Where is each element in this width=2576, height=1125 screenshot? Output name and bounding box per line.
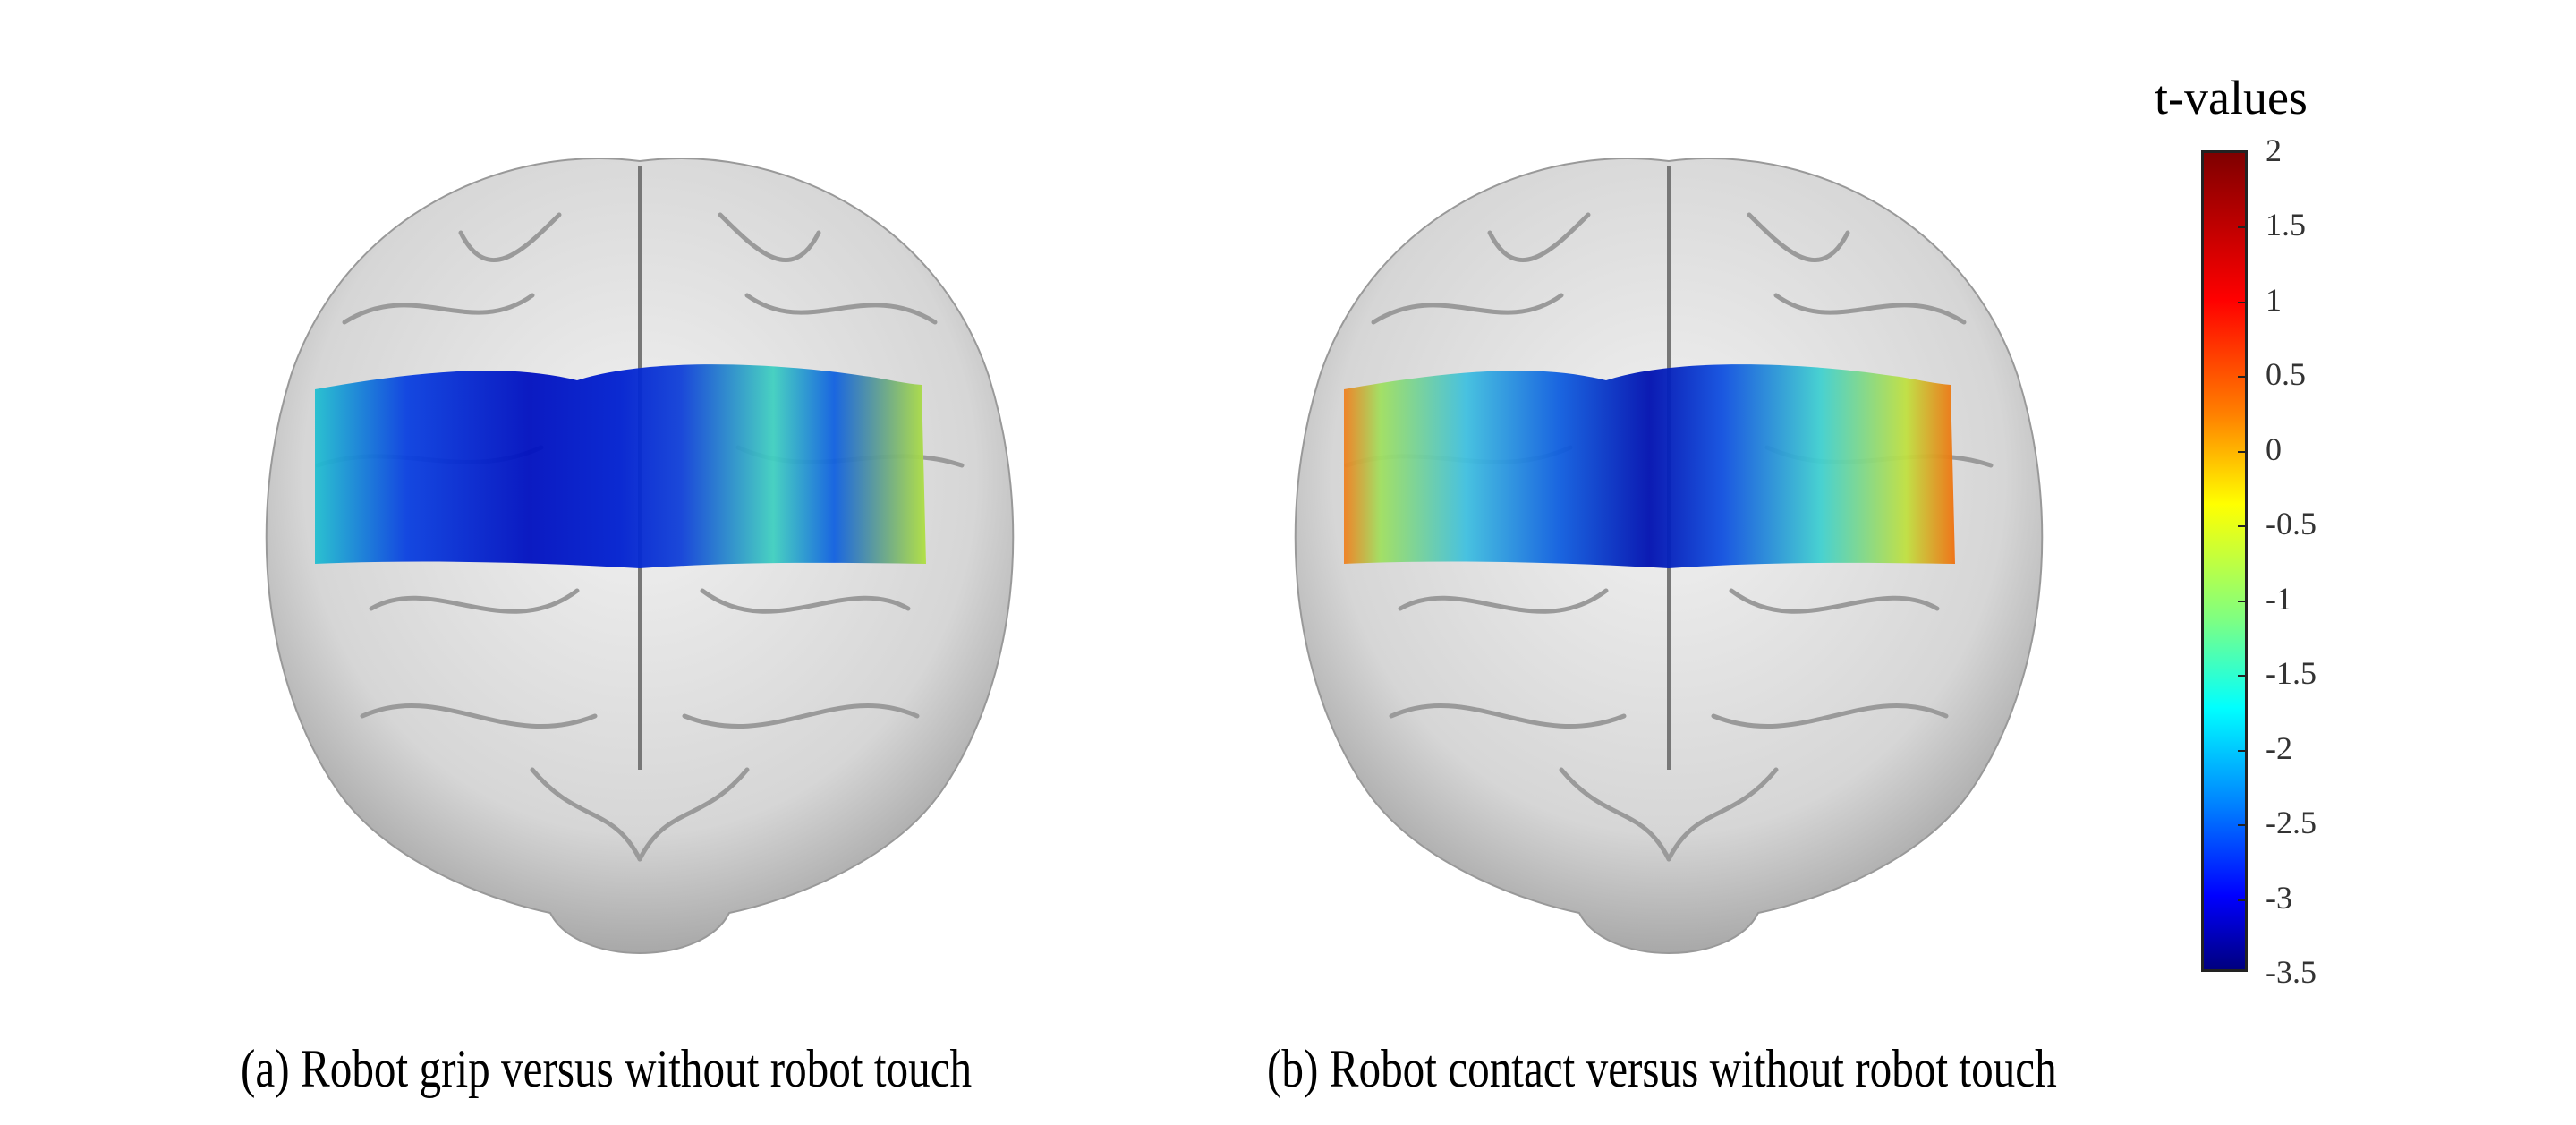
- colorbar-tick-label: 1: [2266, 281, 2282, 318]
- caption-panel-a: (a) Robot grip versus without robot touc…: [241, 1039, 973, 1098]
- colorbar-tick: [2238, 749, 2245, 752]
- brain-map-panel-a: [265, 158, 1015, 954]
- brain-map-panel-b: [1294, 158, 2044, 954]
- brain-sulcus: [1371, 293, 1564, 325]
- colorbar-tick-label: 2: [2266, 132, 2282, 168]
- brain-sulcus: [637, 767, 750, 862]
- colorbar-tick: [2238, 899, 2245, 901]
- caption-panel-b: (b) Robot contact versus without robot t…: [1267, 1039, 2057, 1098]
- colorbar-tick: [2238, 301, 2245, 303]
- brain-sulcus: [1398, 588, 1609, 614]
- colorbar-tick-label: 0: [2266, 430, 2282, 467]
- colorbar-tick: [2238, 824, 2245, 827]
- brain-sulcus: [1666, 767, 1779, 862]
- colorbar-tick-label: -2.5: [2266, 805, 2317, 841]
- colorbar: [2201, 150, 2248, 972]
- brain-sulcus: [342, 293, 535, 325]
- brain-sulcus: [700, 588, 911, 614]
- brain-sulcus: [682, 703, 920, 729]
- brain-sulcus: [360, 703, 598, 729]
- colorbar-tick-label: -2: [2266, 729, 2292, 766]
- brain-sulcus: [458, 212, 562, 263]
- colorbar-tick-label: -1: [2266, 580, 2292, 617]
- brain-sulcus: [1773, 293, 1967, 325]
- colorbar-title: t-values: [2155, 71, 2308, 124]
- colorbar-tick: [2238, 525, 2245, 528]
- colorbar-tick-label: -0.5: [2266, 506, 2317, 542]
- colorbar-tick-label: 1.5: [2266, 207, 2306, 243]
- colorbar-tick: [2238, 600, 2245, 602]
- brain-sulcus: [1729, 588, 1940, 614]
- colorbar-tick: [2238, 376, 2245, 379]
- activation-band: [315, 364, 926, 568]
- colorbar-tick: [2238, 226, 2245, 229]
- brain-sulcus: [1487, 212, 1591, 263]
- brain-sulcus: [1559, 767, 1671, 862]
- brain-sulcus: [1711, 703, 1949, 729]
- colorbar-tick-label: -3.5: [2266, 954, 2317, 990]
- brain-sulcus: [718, 212, 821, 263]
- brain-sulcus: [369, 588, 580, 614]
- brain-sulcus: [744, 293, 938, 325]
- brain-sulcus: [1389, 703, 1627, 729]
- colorbar-tick-label: 0.5: [2266, 356, 2306, 393]
- brain-sulcus: [1747, 212, 1850, 263]
- colorbar-tick-label: -3: [2266, 879, 2292, 916]
- activation-band: [1344, 364, 1955, 568]
- colorbar-tick: [2238, 450, 2245, 453]
- colorbar-tick-label: -1.5: [2266, 655, 2317, 692]
- colorbar-tick: [2238, 675, 2245, 678]
- brain-sulcus: [530, 767, 642, 862]
